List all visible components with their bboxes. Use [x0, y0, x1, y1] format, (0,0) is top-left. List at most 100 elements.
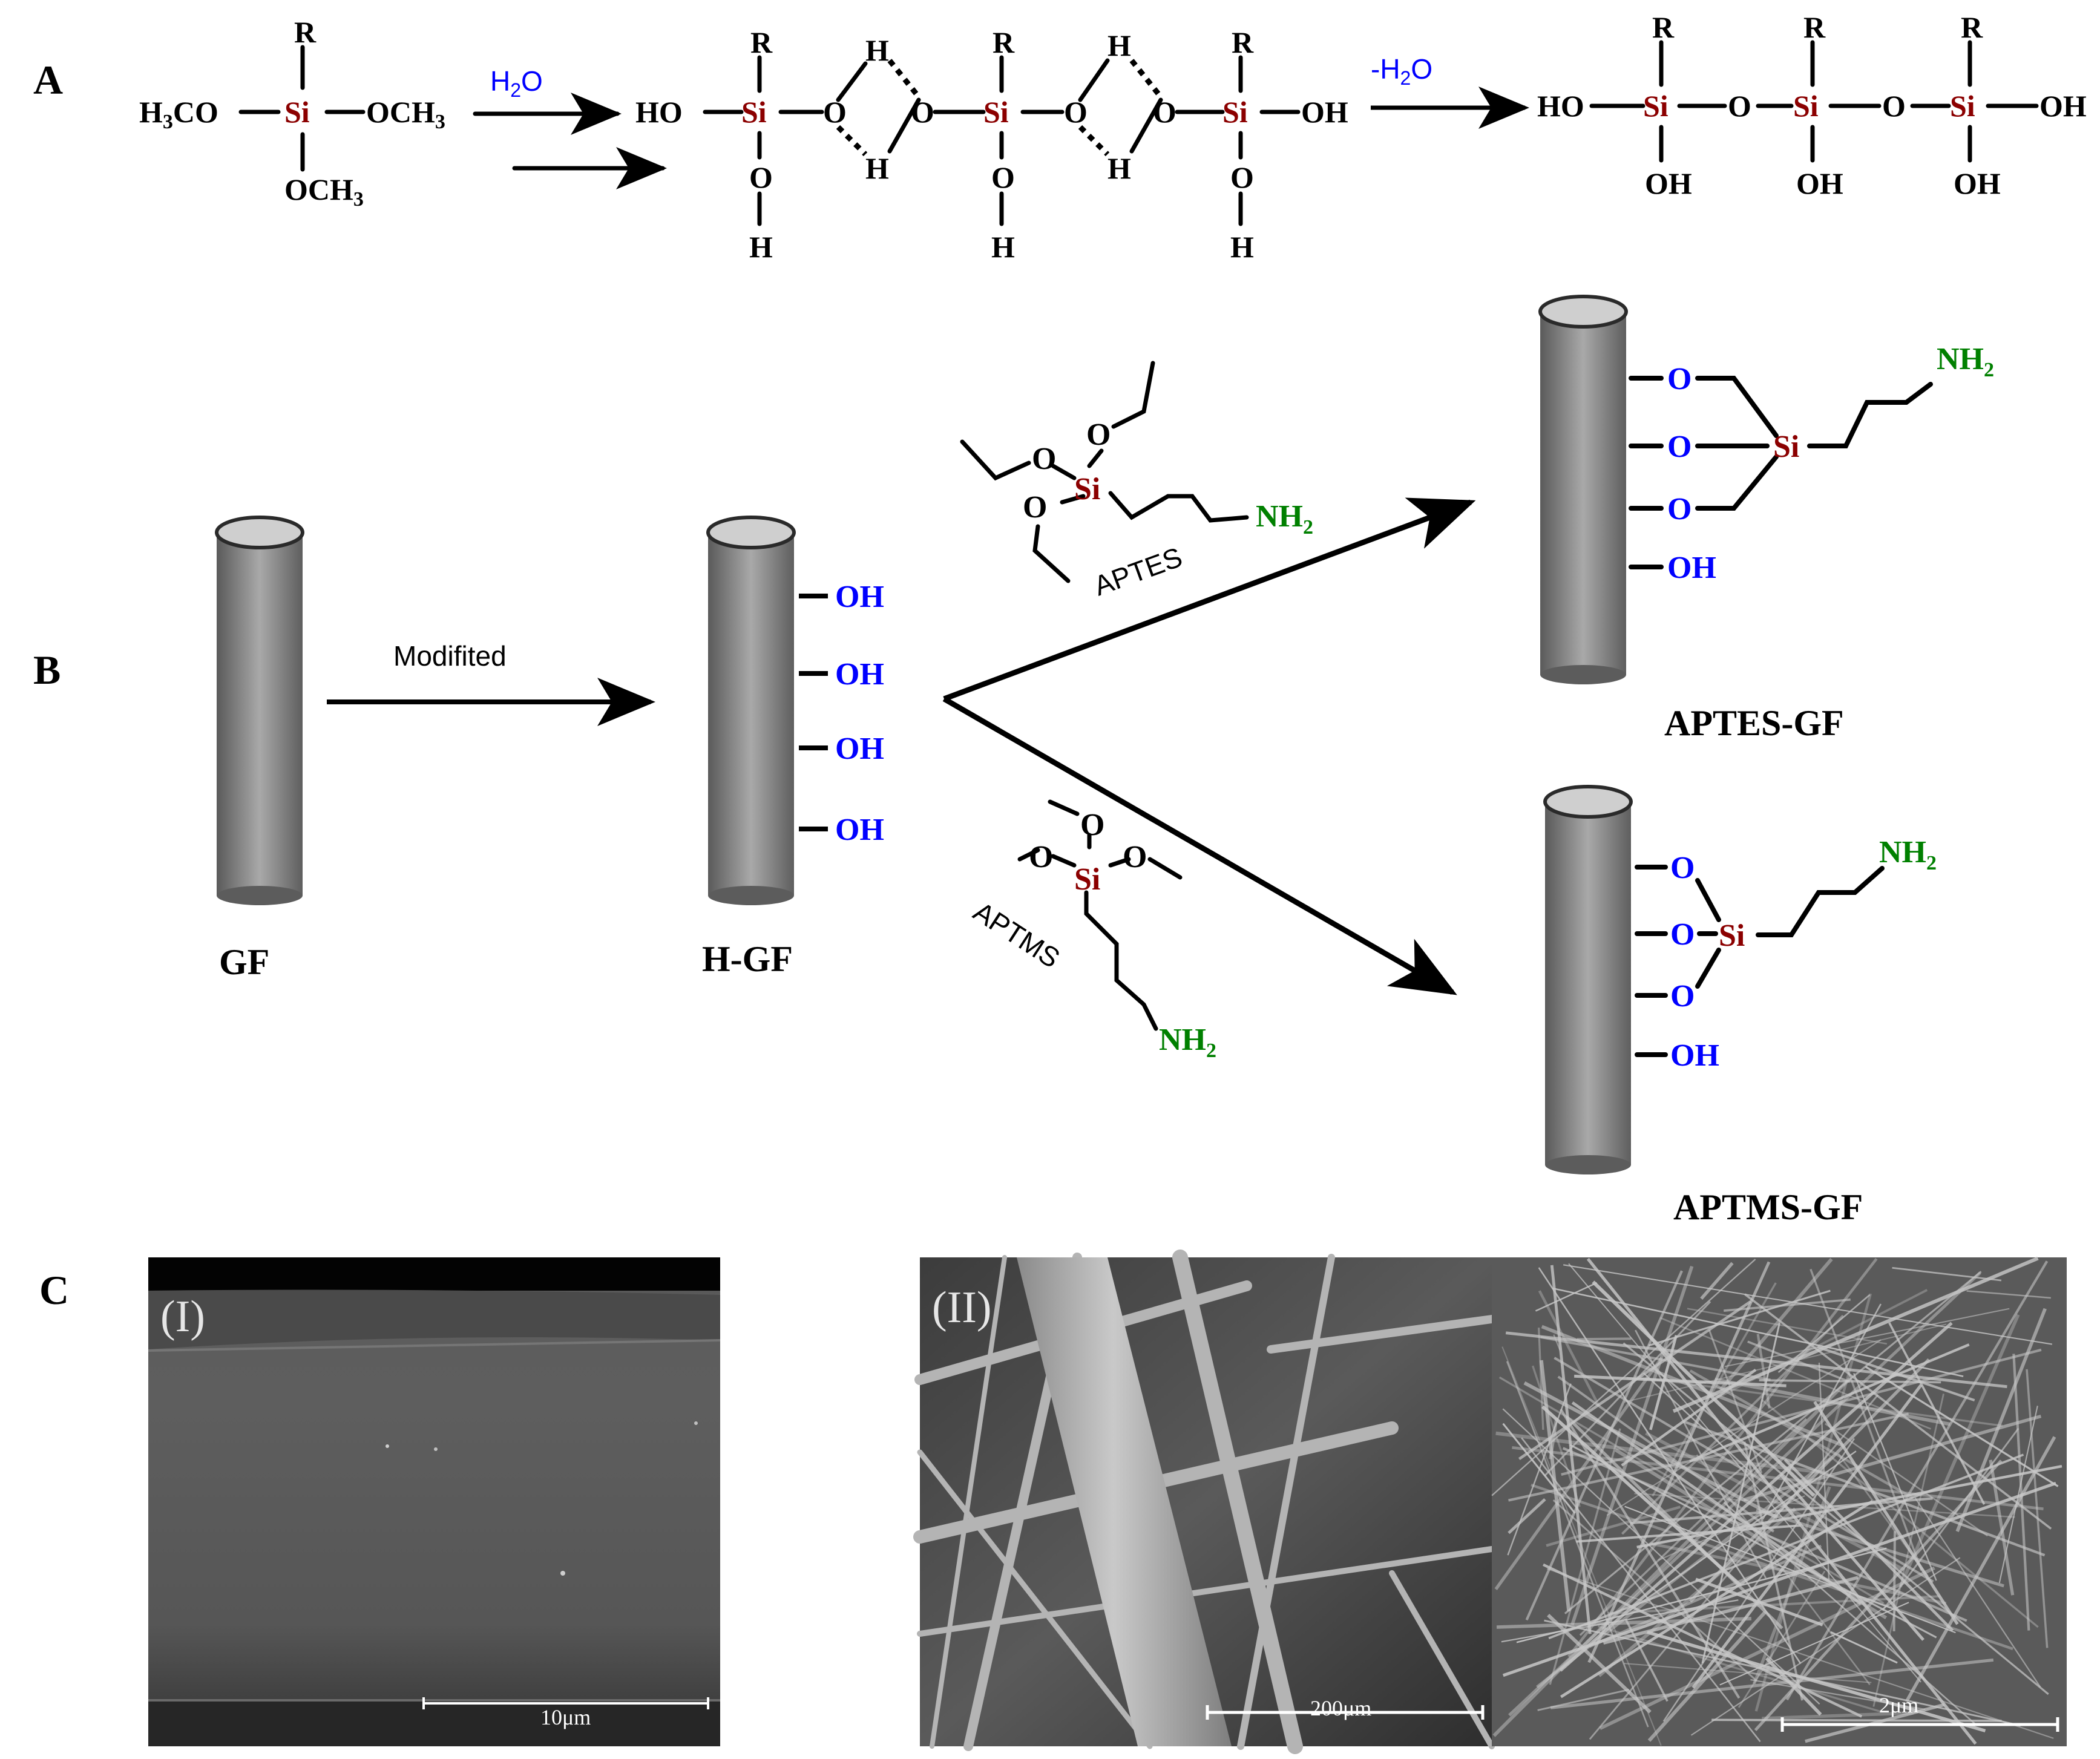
aptms-o-3: O — [1123, 840, 1147, 874]
nanofiber-strand — [1506, 1361, 1649, 1728]
nanofiber-strand — [1700, 1262, 1734, 1300]
panel-label-c: C — [39, 1267, 69, 1313]
reaction-a — [238, 45, 1301, 226]
aptms-gf-o-1: O — [1670, 851, 1695, 885]
intermediate-si-1: Si — [741, 95, 767, 129]
nanofiber-strand — [1537, 1328, 1544, 1430]
intermediate-r-1: R — [750, 25, 773, 59]
aptms-gf-o-3: O — [1670, 979, 1695, 1014]
nanofiber-strand — [1711, 1718, 2002, 1722]
product-si-3: Si — [1950, 89, 1975, 123]
nanofiber-strand — [1492, 1377, 1851, 1737]
aptes-name: APTES — [1090, 541, 1187, 601]
nanofiber-strand — [1589, 1544, 1822, 1648]
gf-fiber — [215, 516, 304, 905]
nanofiber-strand — [1552, 1287, 1964, 1377]
nanofiber-strand — [1544, 1619, 2021, 1727]
nanofiber-strand — [1607, 1595, 1941, 1615]
aptms-gf-label: APTMS-GF — [1673, 1187, 1863, 1227]
aptes-gf-si: Si — [1773, 430, 1799, 464]
nanofiber-strand — [1525, 1270, 1683, 1621]
nanofiber-strand — [1689, 1358, 1931, 1603]
nanofiber-strand — [1550, 1265, 1592, 1634]
product-si-2: Si — [1793, 89, 1819, 123]
nanofiber-strand — [1714, 1377, 1951, 1426]
product-o-2: O — [1882, 89, 1906, 123]
panel-label-b: B — [33, 647, 61, 693]
intermediate-o-3: O — [911, 95, 934, 129]
nanofiber-strand — [1892, 1266, 2002, 1282]
nanofiber-strand — [1719, 1602, 1909, 1686]
panel-label-a: A — [33, 57, 63, 103]
intermediate-r-2: R — [993, 25, 1015, 59]
nanofiber-strand — [1689, 1369, 1914, 1499]
nanofiber-strand — [1565, 1415, 1783, 1630]
arrow-to-aptes — [943, 497, 1476, 702]
nanofiber-strand — [1830, 1631, 1898, 1664]
nanofiber-strand — [1502, 1481, 2056, 1677]
intermediate-ho: HO — [635, 95, 683, 129]
nanofiber-strand — [2012, 1354, 2030, 1631]
nanofiber-strand — [1955, 1308, 2047, 1532]
aptes-gf-oh: OH — [1667, 551, 1716, 585]
sem-ii-scale-right: 2μm — [1879, 1693, 1918, 1717]
sem-ii-label: (II) — [932, 1283, 992, 1332]
aptes-o-1: O — [1086, 418, 1111, 452]
nanofiber-strand — [1570, 1265, 1694, 1626]
nanofiber-strand — [1548, 1453, 2024, 1640]
nanofiber-strand — [1810, 1268, 1923, 1571]
modified-label: Modifited — [393, 640, 507, 672]
intermediate-h-6: H — [1107, 151, 1131, 185]
aptes-molecule — [960, 361, 1249, 583]
nanofiber-strand — [1723, 1502, 1976, 1725]
aptms-o-1: O — [1080, 808, 1104, 842]
nanofiber-strand — [1892, 1531, 1896, 1631]
nanofiber-strand — [1813, 1401, 1959, 1625]
nanofiber-strand — [1598, 1507, 1797, 1677]
aptes-gf-o-2: O — [1667, 430, 1691, 464]
nanofiber-strand — [1761, 1399, 2039, 1628]
sem-image-ii-left — [913, 1250, 1496, 1754]
hgf-oh-1: OH — [835, 580, 884, 614]
nanofiber-strand — [1744, 1293, 2052, 1530]
aptes-o-2: O — [1032, 442, 1056, 476]
nanofiber-strand — [1785, 1260, 2049, 1701]
nanofiber-strand — [1549, 1428, 1621, 1685]
nanofiber-strand — [1502, 1423, 1576, 1514]
nanofiber-strand — [1563, 1264, 2053, 1345]
nanofiber-strand — [1966, 1290, 2051, 1299]
product-oh-1: OH — [1645, 166, 1692, 200]
nanofiber-strand — [1597, 1625, 1882, 1713]
reactant-right-group: OCH3 — [366, 95, 445, 133]
nanofiber-strand — [1621, 1369, 1757, 1467]
aptms-o-2: O — [1029, 840, 1053, 874]
hgf-label: H-GF — [702, 939, 793, 979]
nanofiber-strand — [1543, 1563, 1863, 1718]
reactant-bottom-group: OCH3 — [284, 172, 364, 211]
nanofiber-strand — [1756, 1508, 2004, 1588]
nanofiber-strand — [1762, 1711, 1914, 1720]
sem-image-i — [148, 1257, 721, 1746]
intermediate-si-3: Si — [1222, 95, 1248, 129]
nanofiber-strand — [1554, 1357, 1934, 1583]
nanofiber-strand — [1765, 1657, 1822, 1716]
nanofiber-strand — [1708, 1329, 1763, 1473]
nanofiber-strand — [1645, 1431, 1905, 1571]
intermediate-o-2: O — [823, 95, 847, 129]
aptms-gf-si: Si — [1719, 919, 1745, 953]
nanofiber-strand — [1754, 1293, 1872, 1712]
aptms-gf-nh2: NH2 — [1879, 835, 1937, 874]
intermediate-oh: OH — [1301, 95, 1348, 129]
product-si-1: Si — [1643, 89, 1669, 123]
water-label: H2O — [490, 65, 543, 101]
nanofiber-strand — [1561, 1348, 2042, 1476]
nanofiber-strand — [1998, 1406, 2038, 1584]
nanofiber-strand — [1690, 1557, 1961, 1736]
product-bonds — [1589, 40, 2039, 163]
nanofiber-strand — [1569, 1444, 1937, 1639]
nanofiber-strand — [1659, 1317, 1931, 1430]
nanofiber-strand — [1624, 1505, 1956, 1634]
nanofiber-strand — [1853, 1373, 1937, 1581]
nanofiber-strand — [1898, 1314, 2020, 1588]
